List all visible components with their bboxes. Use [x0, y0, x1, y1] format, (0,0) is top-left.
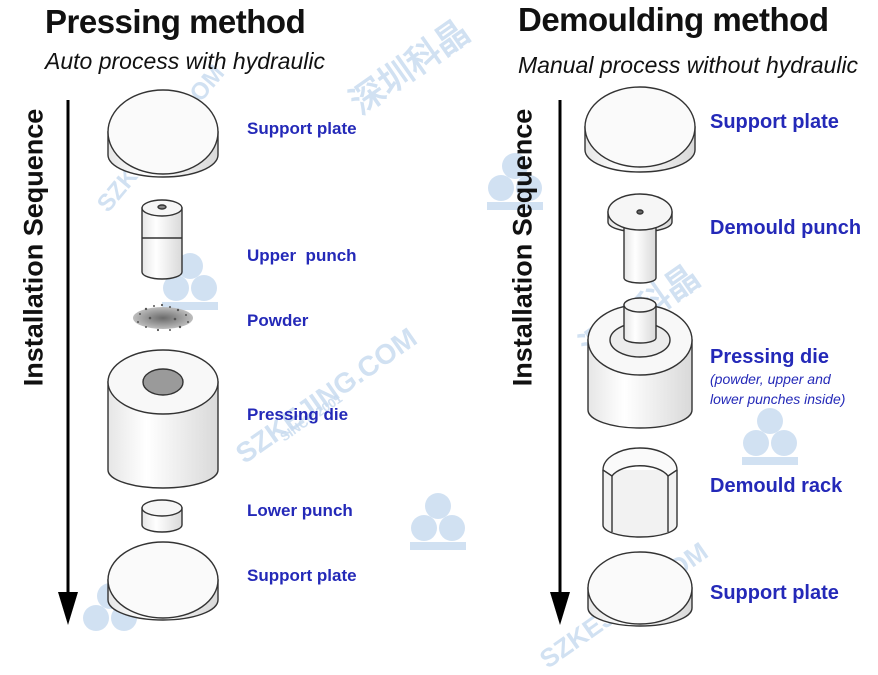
mti-logo-icon — [410, 493, 466, 550]
support-plate-top-right — [584, 86, 696, 173]
mti-logo-icon — [487, 153, 543, 210]
label-powder: Powder — [247, 311, 309, 330]
diagram — [58, 86, 696, 627]
mti-logo-icon — [742, 408, 798, 465]
label-pressing-die-right: Pressing die — [710, 346, 829, 368]
pressing-die-right — [587, 297, 693, 429]
label-support-plate-bottom-left: Support plate — [247, 566, 357, 585]
demoulding-method-title: Demoulding method — [518, 1, 829, 38]
label-demould-punch: Demould punch — [710, 217, 862, 239]
powder — [133, 303, 193, 332]
sequence-arrow-right — [550, 100, 570, 625]
pressing-die-note-line1: (powder, upper and — [710, 371, 831, 387]
demoulding-method-subtitle: Manual process without hydraulic — [518, 52, 859, 78]
label-support-plate-top-left: Support plate — [247, 119, 357, 138]
label-demould-rack: Demould rack — [710, 475, 843, 497]
pressing-die-left — [107, 349, 219, 489]
mti-logo-icon — [162, 253, 218, 310]
support-plate-top-left — [107, 89, 219, 178]
demould-rack — [602, 447, 678, 538]
label-upper-punch: Upper punch — [247, 246, 357, 265]
label-support-plate-bottom-right: Support plate — [710, 582, 839, 604]
pressing-die-note-line2: lower punches inside) — [710, 391, 846, 407]
pressing-method-subtitle: Auto process with hydraulic — [45, 48, 325, 74]
pressing-method-title: Pressing method — [45, 3, 306, 40]
sequence-arrow-left — [58, 100, 78, 625]
label-pressing-die-left: Pressing die — [247, 405, 349, 424]
support-plate-bottom-left — [107, 541, 219, 621]
lower-punch — [141, 499, 183, 533]
label-lower-punch: Lower punch — [247, 501, 353, 520]
demould-punch — [607, 193, 673, 284]
support-plate-bottom-right — [587, 551, 693, 627]
upper-punch — [141, 199, 183, 280]
label-support-plate-top-right: Support plate — [710, 111, 839, 133]
